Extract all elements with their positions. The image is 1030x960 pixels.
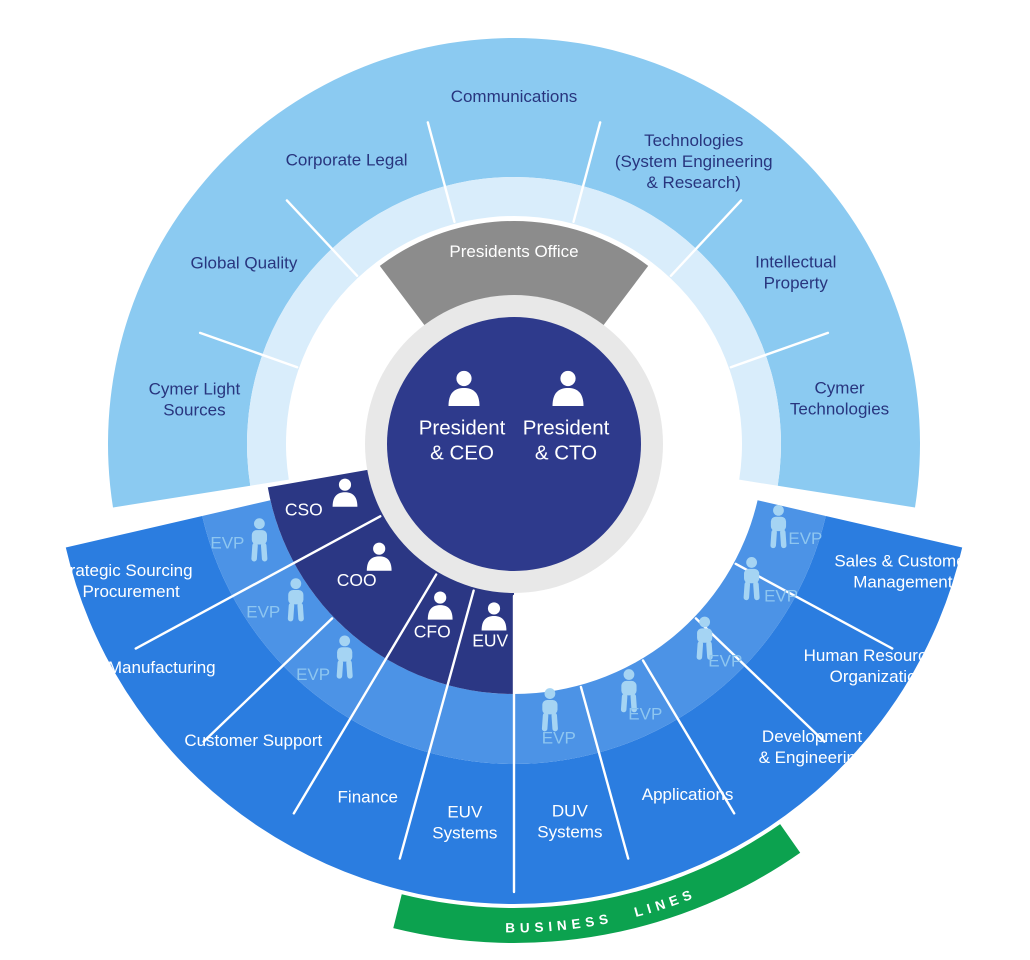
upper-ring-inner-band	[247, 176, 782, 486]
sector-label-human-resource-organization: Human Resource &Organization	[804, 646, 953, 686]
sector-label-technologies: Technologies(System Engineering& Researc…	[615, 131, 773, 192]
evp-label: EVP	[788, 529, 822, 548]
lower-sector-divider	[641, 659, 736, 815]
presidents-office-label: Presidents Office	[449, 242, 578, 261]
president-ceo-label: President& CEO	[419, 417, 506, 465]
executive-label-cso: CSO	[285, 500, 323, 520]
lower-sector-divider	[134, 515, 382, 650]
executive-label-coo: COO	[337, 570, 377, 590]
lower-sector-divider	[202, 617, 334, 743]
sector-label-applications: Applications	[642, 785, 734, 804]
upper-sector-divider	[729, 331, 830, 369]
upper-sector-divider	[198, 331, 299, 369]
presidents-office-wedge	[379, 220, 649, 326]
evp-band	[202, 500, 826, 765]
sector-label-development-engineering: Development& Engineering	[759, 727, 866, 767]
evp-label: EVP	[210, 533, 244, 552]
business-lines-arc	[393, 824, 801, 944]
lower-ring-outer-band	[65, 515, 963, 905]
executive-label-euv: EUV	[472, 631, 508, 651]
evp-label: EVP	[708, 652, 742, 671]
evp-label: EVP	[296, 665, 330, 684]
lower-sector-divider	[398, 589, 475, 860]
upper-sector-divider	[285, 199, 359, 277]
evp-label: EVP	[246, 603, 280, 622]
evp-label: EVP	[542, 729, 576, 748]
lower-sector-divider	[579, 685, 630, 860]
sector-label-customer-support: Customer Support	[184, 731, 322, 750]
sector-label-finance: Finance	[338, 787, 398, 806]
executive-label-cfo: CFO	[414, 622, 451, 642]
upper-sector-divider	[572, 121, 602, 224]
upper-sector-divider	[669, 199, 743, 277]
sector-label-strategic-sourcing-procurement: Strategic Sourcing& Procurement	[54, 561, 193, 601]
lower-sector-divider	[694, 617, 826, 743]
sector-label-corporate-legal: Corporate Legal	[286, 150, 408, 169]
executive-wedge-group	[267, 467, 514, 694]
upper-ring-outer-band	[108, 37, 920, 508]
sector-label-communications: Communications	[451, 87, 578, 106]
upper-sector-divider	[426, 121, 456, 224]
sector-label-manufacturing: Manufacturing	[108, 658, 216, 677]
evp-label: EVP	[764, 586, 798, 605]
lower-sector-divider	[292, 573, 438, 815]
center-circle	[387, 317, 641, 571]
sector-label-global-quality: Global Quality	[191, 254, 298, 273]
lower-sector-divider	[734, 562, 894, 650]
evp-label: EVP	[628, 704, 662, 723]
president-cto-label: President& CTO	[523, 417, 610, 465]
